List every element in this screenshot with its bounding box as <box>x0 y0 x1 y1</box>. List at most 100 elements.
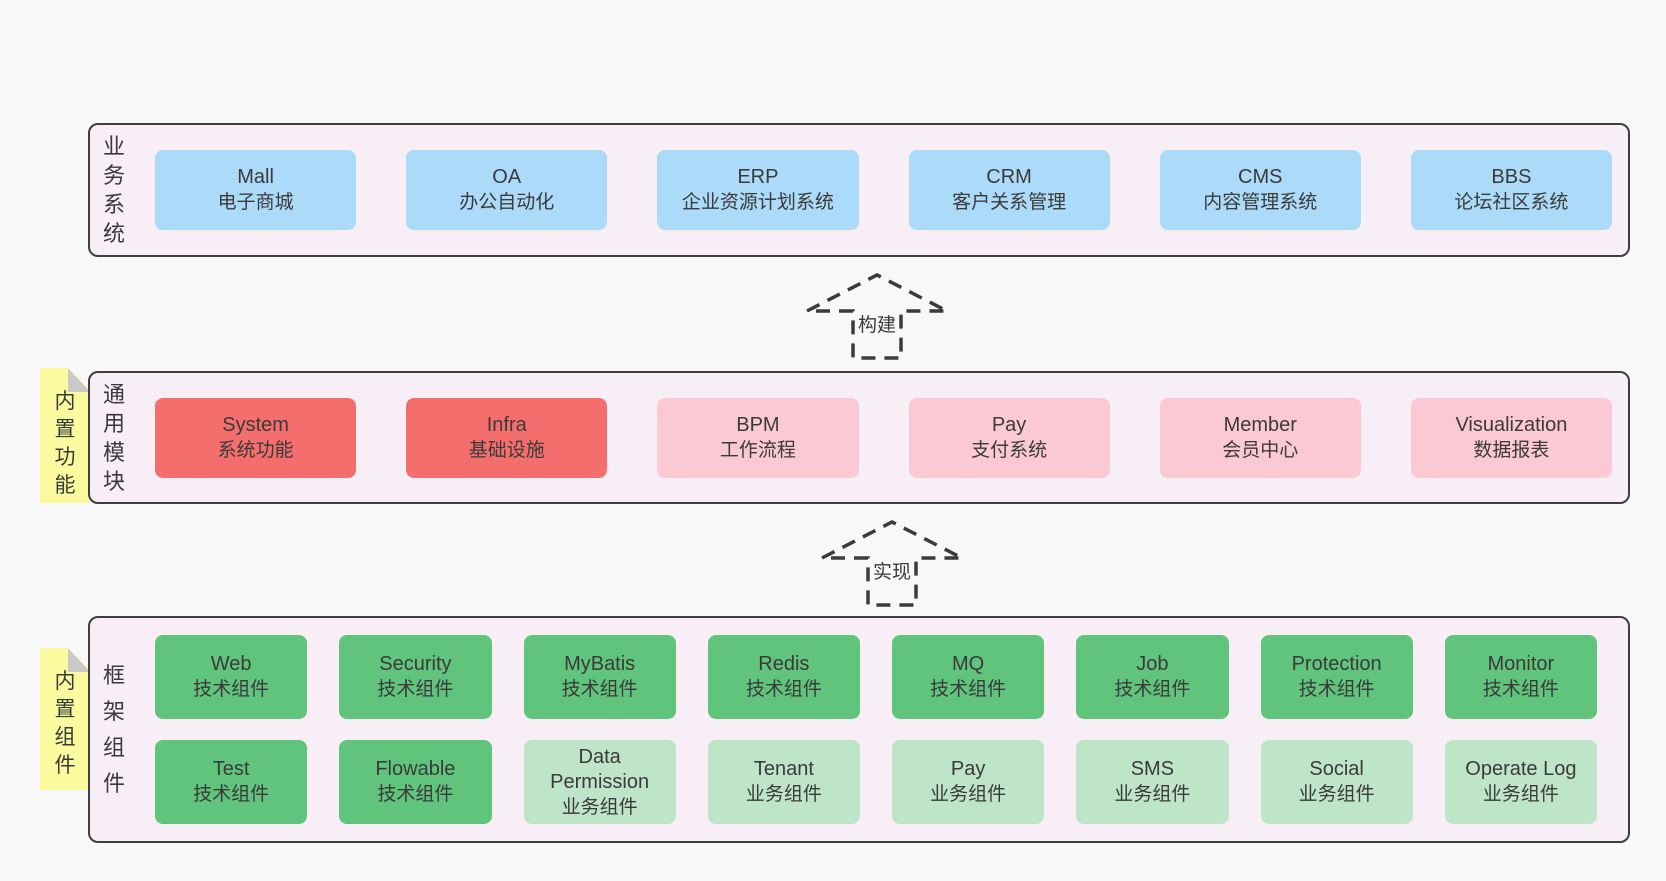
box-flowable: Flowable 技术组件 <box>339 740 492 824</box>
box-subtitle: 技术组件 <box>377 679 454 700</box>
box-subtitle: 系统功能 <box>217 439 294 461</box>
box-name: Test <box>212 758 250 780</box>
box-name: Protection <box>1291 653 1382 675</box>
box-subtitle: 支付系统 <box>971 439 1048 461</box>
box-system: System 系统功能 <box>155 397 357 478</box>
box-subtitle: 业务组件 <box>1482 784 1559 805</box>
box-name: BBS <box>1491 166 1532 188</box>
box-name: Member <box>1223 413 1297 436</box>
box-pay-module: Pay 支付系统 <box>908 397 1110 478</box>
implement-arrow: 实现 <box>817 518 967 610</box>
box-subtitle: 技术组件 <box>377 784 454 805</box>
box-oa: OA 办公自动化 <box>406 150 608 230</box>
box-name: CMS <box>1238 166 1283 188</box>
box-name: Pay <box>950 758 986 780</box>
box-security: Security 技术组件 <box>339 635 492 719</box>
box-subtitle: 数据报表 <box>1473 439 1550 461</box>
box-name: System <box>222 413 289 436</box>
box-subtitle: 客户关系管理 <box>952 192 1067 213</box>
up-block-arrow-icon <box>806 273 948 360</box>
box-name: Social <box>1309 758 1364 780</box>
box-web: Web 技术组件 <box>155 635 308 719</box>
box-name: Infra <box>486 413 527 436</box>
box-subtitle: 业务组件 <box>1298 784 1375 805</box>
box-name: Tenant <box>753 758 814 780</box>
box-name: Web <box>210 653 252 675</box>
box-subtitle: 技术组件 <box>930 679 1007 700</box>
modules-box-grid: System 系统功能 Infra 基础设施 BPM 工作流程 Pay 支付系统… <box>155 397 1612 478</box>
box-subtitle: 业务组件 <box>745 784 822 805</box>
box-mall: Mall 电子商城 <box>155 150 357 230</box>
box-mybatis: MyBatis 技术组件 <box>523 635 676 719</box>
box-subtitle: 技术组件 <box>1298 679 1375 700</box>
box-test: Test 技术组件 <box>155 740 308 824</box>
up-block-arrow-icon <box>821 520 963 607</box>
box-subtitle: 办公自动化 <box>459 192 555 213</box>
box-subtitle: 技术组件 <box>193 784 270 805</box>
note-fold-icon <box>68 368 90 392</box>
box-name: SMS <box>1130 758 1175 780</box>
box-subtitle: 业务组件 <box>561 796 638 818</box>
band-label: 通用模块 <box>102 381 125 494</box>
box-name: OA <box>492 166 522 188</box>
box-subtitle: 企业资源计划系统 <box>681 192 834 213</box>
box-mq: MQ 技术组件 <box>892 635 1045 719</box>
box-pay-component: Pay 业务组件 <box>892 740 1045 824</box>
box-protection: Protection 技术组件 <box>1260 635 1413 719</box>
box-operate-log: Operate Log 业务组件 <box>1444 740 1597 824</box>
box-subtitle: 技术组件 <box>193 679 270 700</box>
box-name: MQ <box>952 653 985 675</box>
box-name: Job <box>1136 653 1169 675</box>
box-subtitle: 内容管理系统 <box>1203 192 1318 213</box>
sticky-note-builtin-components: 内置组件 <box>40 648 90 790</box>
box-name: CRM <box>986 166 1032 188</box>
box-bbs: BBS 论坛社区系统 <box>1410 150 1612 230</box>
box-subtitle: 技术组件 <box>1482 679 1559 700</box>
arrow-label: 构建 <box>854 309 900 338</box>
box-name: Security <box>379 653 452 675</box>
sticky-note-builtin-features: 内置功能 <box>40 368 90 503</box>
box-redis: Redis 技术组件 <box>707 635 860 719</box>
band-business-systems: 业务系统 Mall 电子商城 OA 办公自动化 ERP 企业资源计划系统 CRM… <box>88 123 1630 257</box>
box-name: Visualization <box>1455 413 1568 436</box>
box-job: Job 技术组件 <box>1076 635 1229 719</box>
band-label: 业务系统 <box>102 134 125 246</box>
components-box-grid: Web 技术组件 Security 技术组件 MyBatis 技术组件 Redi… <box>155 635 1597 824</box>
box-name: MyBatis <box>564 653 636 675</box>
box-subtitle: 业务组件 <box>1114 784 1191 805</box>
box-subtitle: 技术组件 <box>561 679 638 700</box>
box-subtitle: 电子商城 <box>217 192 294 213</box>
box-social: Social 业务组件 <box>1260 740 1413 824</box>
box-cms: CMS 内容管理系统 <box>1159 150 1361 230</box>
box-subtitle: 基础设施 <box>468 439 545 461</box>
box-subtitle: 会员中心 <box>1222 439 1299 461</box>
box-subtitle: 技术组件 <box>745 679 822 700</box>
box-tenant: Tenant 业务组件 <box>707 740 860 824</box>
box-bpm: BPM 工作流程 <box>657 397 859 478</box>
box-name: BPM <box>736 413 780 436</box>
band-framework-components: 框架组件 Web 技术组件 Security 技术组件 MyBatis 技术组件… <box>88 616 1630 843</box>
box-crm: CRM 客户关系管理 <box>908 150 1110 230</box>
box-subtitle: 技术组件 <box>1114 679 1191 700</box>
box-member: Member 会员中心 <box>1159 397 1361 478</box>
note-fold-icon <box>68 648 90 672</box>
box-infra: Infra 基础设施 <box>406 397 608 478</box>
box-monitor: Monitor 技术组件 <box>1444 635 1597 719</box>
box-name: ERP <box>737 166 779 188</box>
build-arrow: 构建 <box>802 271 952 363</box>
box-name: Operate Log <box>1465 758 1577 780</box>
box-name: Pay <box>991 413 1027 436</box>
business-box-grid: Mall 电子商城 OA 办公自动化 ERP 企业资源计划系统 CRM 客户关系… <box>155 150 1612 230</box>
sticky-note-text: 内置组件 <box>54 670 76 777</box>
box-subtitle: 工作流程 <box>719 439 796 461</box>
box-name: Data Permission <box>550 745 650 793</box>
box-erp: ERP 企业资源计划系统 <box>657 150 859 230</box>
box-name: Redis <box>758 653 810 675</box>
box-visualization: Visualization 数据报表 <box>1410 397 1612 478</box>
band-label: 框架组件 <box>102 662 125 796</box>
box-data-permission: Data Permission 业务组件 <box>523 740 676 824</box>
box-name: Flowable <box>375 758 456 780</box>
box-subtitle: 论坛社区系统 <box>1454 192 1569 213</box>
arrow-label: 实现 <box>869 556 915 585</box>
